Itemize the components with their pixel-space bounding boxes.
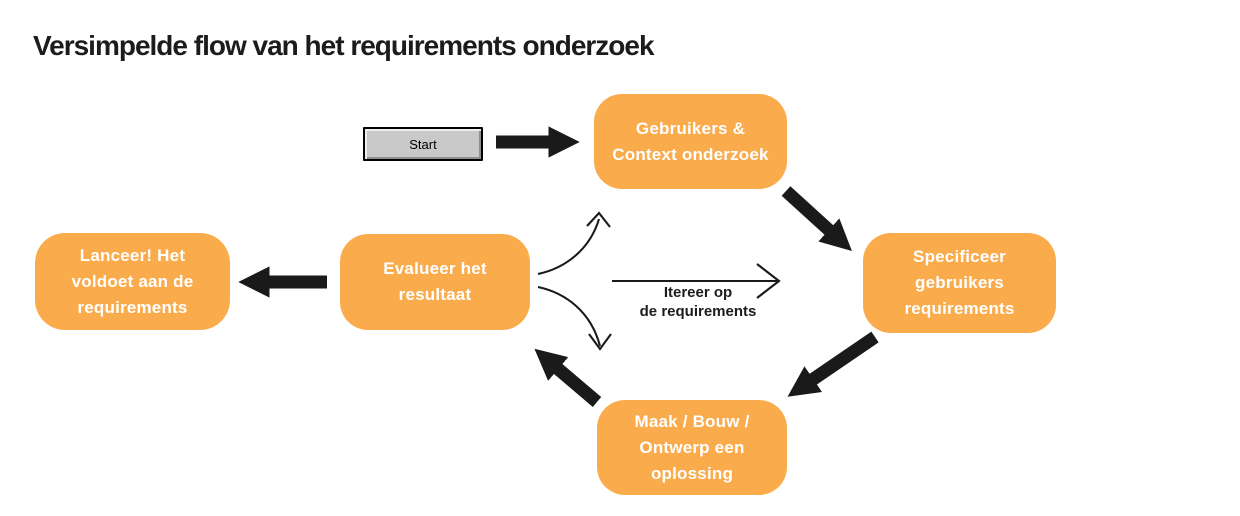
start-button[interactable]: Start	[363, 127, 483, 161]
flow-node-maak-bouw-ontwerp: Maak / Bouw / Ontwerp een oplossing	[597, 400, 787, 495]
curve-arrow-evalueer-up	[537, 211, 611, 276]
thick-arrow-maak-to-evalueer	[534, 348, 602, 407]
thick-arrow-gebruikers-to-specificeer	[781, 186, 852, 251]
flow-node-lanceer-voldoet: Lanceer! Het voldoet aan de requirements	[35, 233, 230, 330]
iterate-label: Itereer op de requirements	[639, 284, 757, 320]
page-title: Versimpelde flow van het requirements on…	[33, 30, 655, 61]
thick-arrow-specificeer-to-maak	[787, 331, 879, 397]
flow-node-evalueer-resultaat: Evalueer het resultaat	[340, 234, 530, 330]
flow-node-specificeer-requirements: Specificeer gebruikers requirements	[863, 233, 1056, 333]
flow-node-gebruikers-context: Gebruikers & Context onderzoek	[594, 94, 787, 189]
